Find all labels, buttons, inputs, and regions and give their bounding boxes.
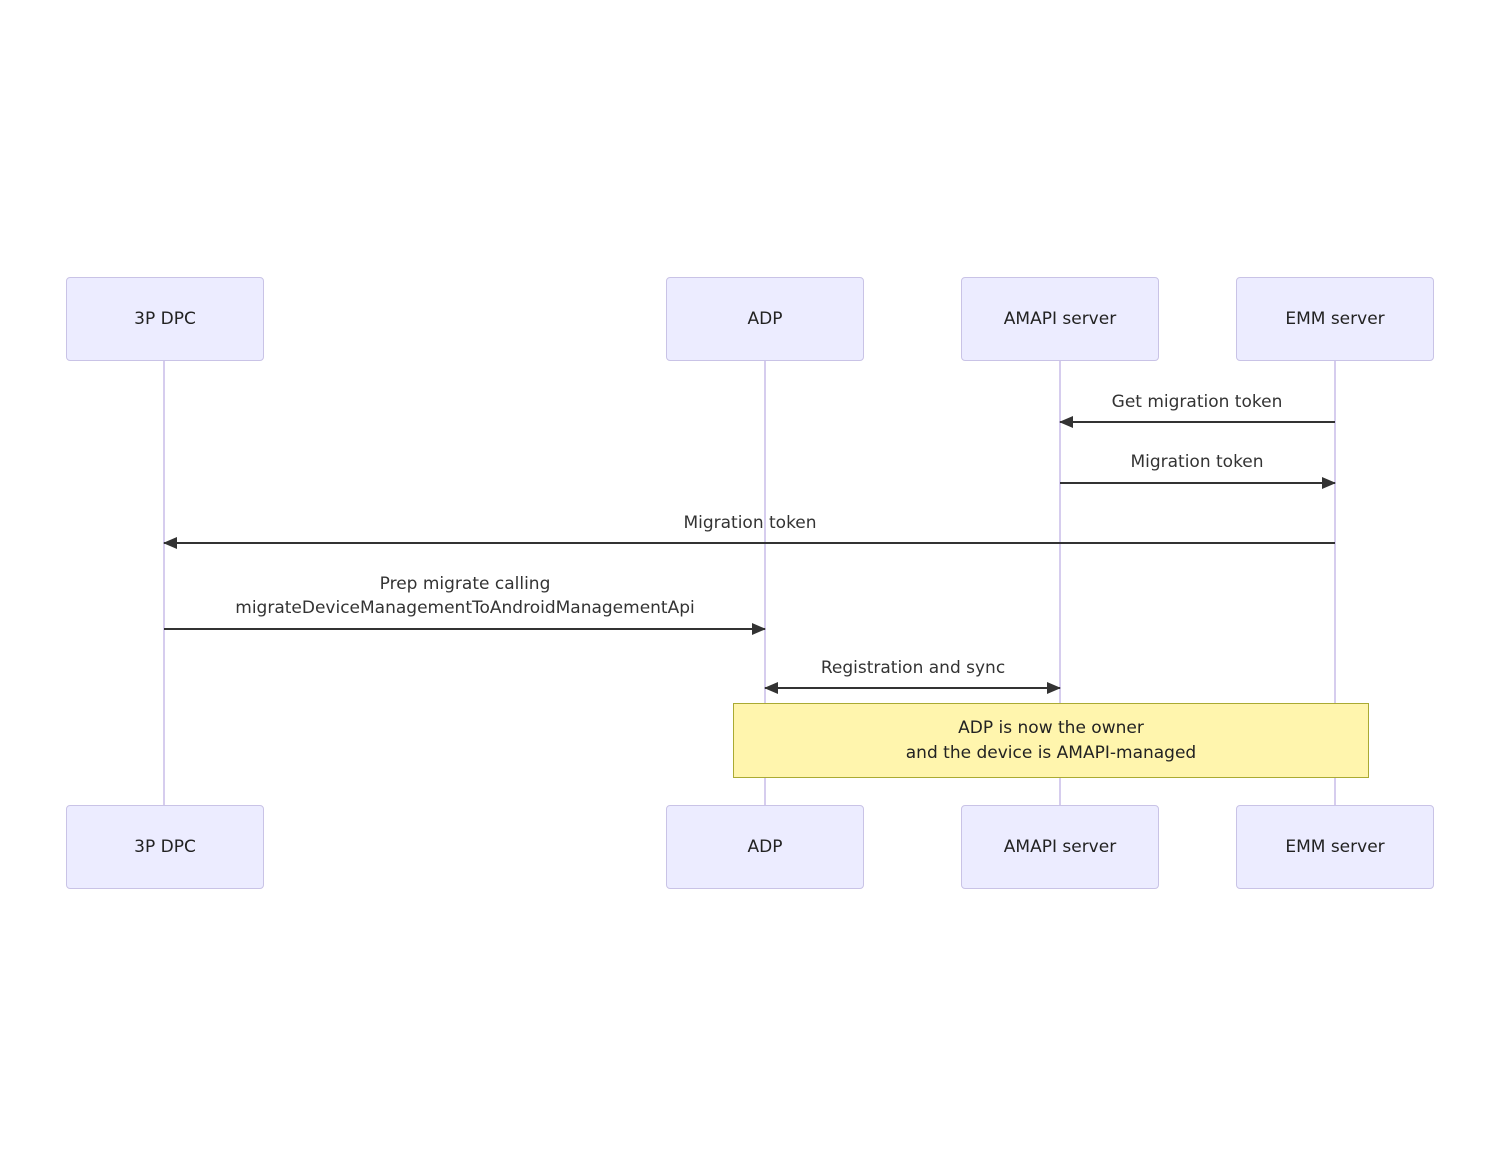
arrowhead-left-icon [163, 537, 177, 549]
actor-label: AMAPI server [1003, 309, 1117, 329]
message-label-line1: Prep migrate calling [379, 574, 551, 594]
actor-adp-top: ADP [666, 277, 864, 361]
note-adp-owner: ADP is now the owner and the device is A… [733, 703, 1369, 778]
actor-emm-server-bottom: EMM server [1236, 805, 1434, 889]
arrowhead-right-icon [1047, 682, 1061, 694]
actor-label: EMM server [1285, 837, 1385, 857]
message-label-line2: migrateDeviceManagementToAndroidManageme… [235, 598, 695, 618]
message-label-migration-token-to-emm: Migration token [1130, 452, 1264, 472]
actor-amapi-server-top: AMAPI server [961, 277, 1159, 361]
actor-label: AMAPI server [1003, 837, 1117, 857]
message-label-registration-and-sync: Registration and sync [820, 658, 1006, 678]
arrowhead-right-icon [1322, 477, 1336, 489]
lifeline-adp [764, 361, 766, 805]
actor-label: ADP [747, 309, 783, 329]
actor-amapi-server-bottom: AMAPI server [961, 805, 1159, 889]
actor-3p-dpc-bottom: 3P DPC [66, 805, 264, 889]
message-arrow-migration-token-to-dpc [163, 537, 1335, 549]
actor-label: 3P DPC [134, 837, 196, 857]
actor-label: 3P DPC [134, 309, 196, 329]
actor-label: EMM server [1285, 309, 1385, 329]
lifeline-emm-server [1334, 361, 1336, 805]
message-arrow-migration-token-to-emm [1060, 477, 1336, 489]
lifeline-amapi-server [1059, 361, 1061, 805]
note-line1: ADP is now the owner [958, 717, 1144, 738]
message-arrow-prep-migrate [164, 623, 766, 635]
actor-label: ADP [747, 837, 783, 857]
message-arrow-get-migration-token [1059, 416, 1335, 428]
message-label-migration-token-to-dpc: Migration token [683, 513, 817, 533]
message-label-prep-migrate: Prep migrate calling migrateDeviceManage… [235, 572, 694, 620]
actor-adp-bottom: ADP [666, 805, 864, 889]
note-line2: and the device is AMAPI-managed [905, 742, 1197, 763]
arrowhead-right-icon [752, 623, 766, 635]
actor-emm-server-top: EMM server [1236, 277, 1434, 361]
lifeline-3p-dpc [163, 361, 165, 805]
message-label-get-migration-token: Get migration token [1111, 392, 1283, 412]
actor-3p-dpc-top: 3P DPC [66, 277, 264, 361]
arrowhead-left-icon [1059, 416, 1073, 428]
arrowhead-left-icon [764, 682, 778, 694]
message-arrow-registration-and-sync [764, 682, 1061, 694]
